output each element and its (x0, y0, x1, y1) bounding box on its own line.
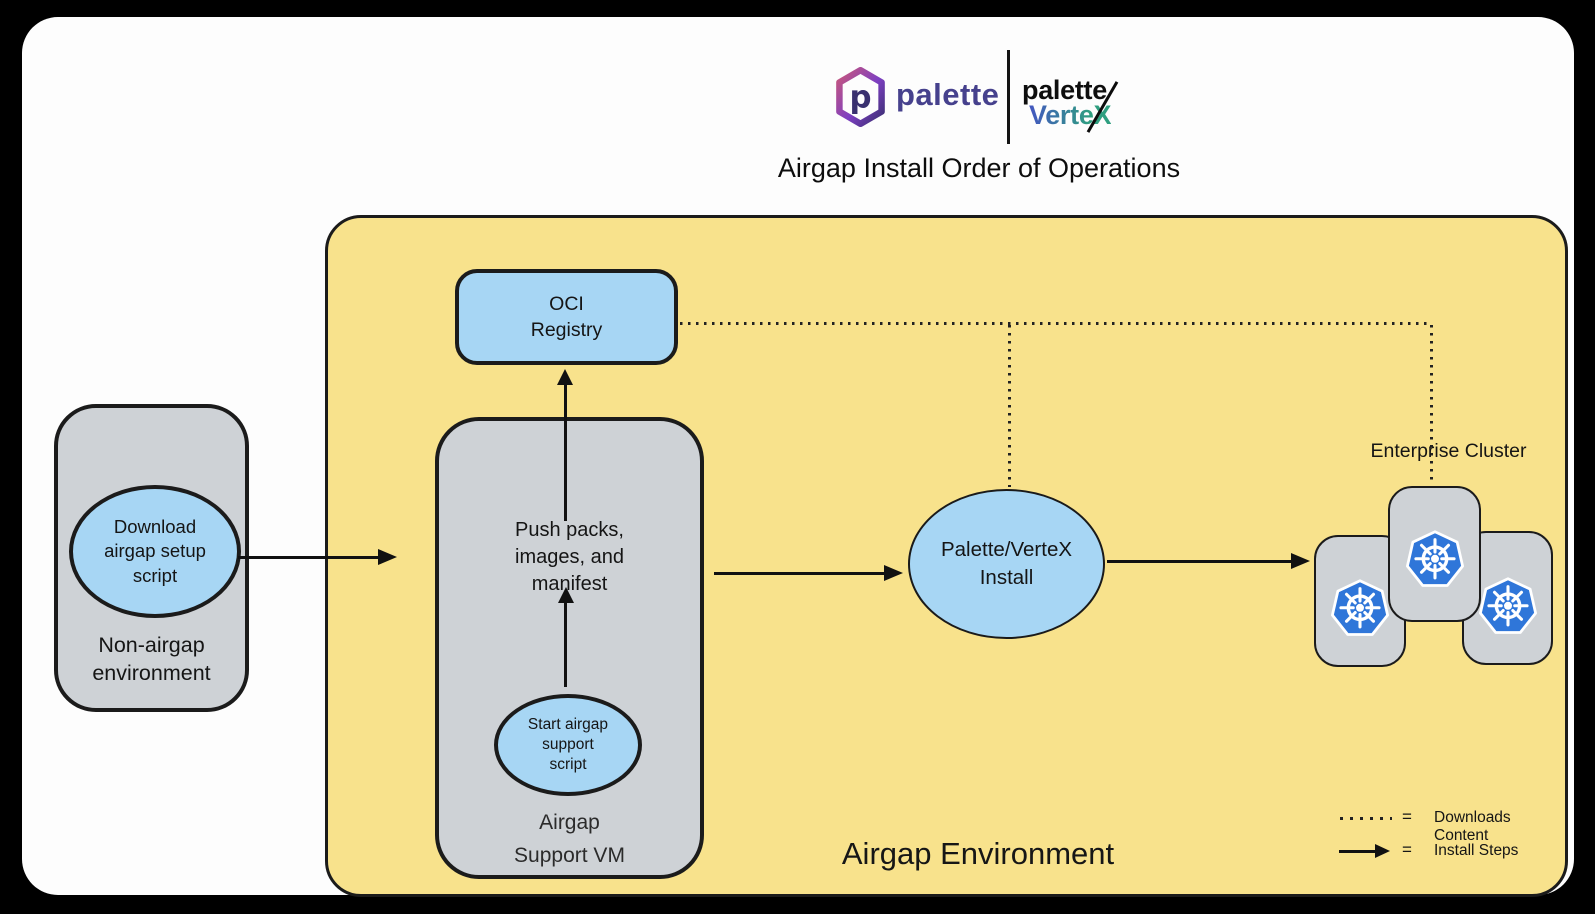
svg-text:p: p (849, 80, 871, 116)
kubernetes-icon (1477, 575, 1539, 639)
oci-registry-node: OCI Registry (455, 269, 678, 365)
non-airgap-environment-box: Download airgap setup script Non-airgap … (54, 404, 249, 712)
non-airgap-environment-label: Non-airgap environment (92, 633, 211, 686)
arrow-install-to-cluster-line (1107, 560, 1293, 563)
arrow-vm-to-install-line (714, 572, 886, 575)
legend-arrow-swatch-head (1375, 844, 1390, 858)
arrow-script-to-push-head (558, 587, 574, 603)
whiteboard-canvas: p palette palette VerteX Airgap Install … (22, 17, 1574, 897)
airgap-environment-label: Airgap Environment (841, 836, 1115, 871)
airgap-support-vm-label: Airgap Support VM (514, 811, 625, 867)
arrow-vm-to-oci-line (564, 383, 567, 521)
download-airgap-setup-script-node: Download airgap setup script (69, 485, 241, 618)
legend-arrow-swatch-line (1339, 850, 1377, 853)
kubernetes-icon (1329, 577, 1391, 641)
legend-equals: = (1402, 807, 1412, 826)
palette-vertex-wordmark-line1: palette (1022, 75, 1107, 105)
legend-dotted-swatch (1340, 817, 1392, 820)
airgap-support-vm-box: Push packs, images, and manifest Start a… (435, 417, 704, 879)
legend-equals: = (1402, 840, 1412, 859)
dotted-line-to-cluster (1430, 325, 1433, 482)
palette-vertex-install-node: Palette/VerteX Install (908, 489, 1105, 639)
dotted-line-oci-horizontal (680, 322, 1432, 325)
start-airgap-support-script-node: Start airgap support script (494, 694, 642, 796)
push-packs-label: Push packs, images, and manifest (515, 519, 624, 595)
airgap-environment-box: OCI Registry Push packs, images, and man… (325, 215, 1568, 897)
dotted-line-to-install (1008, 325, 1011, 487)
arrow-vm-to-install-head (884, 565, 903, 581)
kubernetes-icon (1404, 528, 1466, 592)
legend-downloads-label: Downloads Content (1434, 809, 1511, 844)
cluster-node (1388, 486, 1481, 622)
arrow-nonairgap-to-vm-line (238, 556, 380, 559)
diagram-title: Airgap Install Order of Operations (777, 153, 1181, 183)
arrow-vm-to-oci-head (557, 369, 573, 385)
logo-divider (1007, 50, 1010, 144)
arrow-nonairgap-to-vm-head (378, 549, 397, 565)
arrow-script-to-push-line (564, 601, 567, 687)
palette-logo-icon: p (836, 67, 885, 127)
palette-wordmark: palette (896, 77, 1000, 112)
enterprise-cluster-label: Enterprise Cluster (1370, 440, 1527, 462)
legend-install-label: Install Steps (1434, 842, 1519, 859)
arrow-install-to-cluster-head (1291, 553, 1310, 569)
